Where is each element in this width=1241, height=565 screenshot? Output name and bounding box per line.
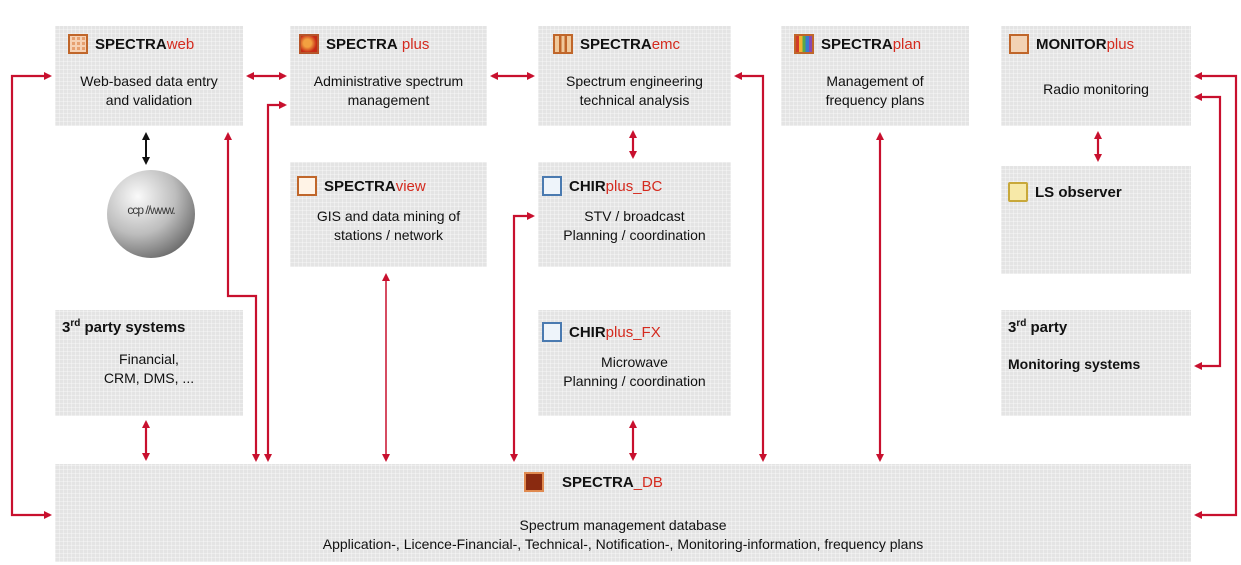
third-party-monitoring-header: 3rd party: [1008, 318, 1067, 336]
monitor-plus-brand: MONITOR: [1036, 35, 1107, 53]
spectra-plan-brand: SPECTRA: [821, 35, 893, 53]
third-party-monitoring-title: 3rd party: [1008, 318, 1068, 336]
chir-bc-brand: CHIR: [569, 177, 606, 195]
chir-fx-brand: CHIR: [569, 323, 606, 341]
spectra-emc-box: [538, 26, 731, 126]
spectra-web-suffix: web: [166, 35, 195, 53]
spectra-plus-header: SPECTRA plus: [299, 34, 429, 54]
grid-icon: [68, 34, 88, 54]
spectra-db-header: SPECTRA_DB: [524, 472, 663, 492]
spectra-db-box: [55, 464, 1191, 562]
third-party-systems-title: 3rd party systems: [62, 318, 186, 336]
monitor-plus-box: [1001, 26, 1191, 126]
spectra-plus-brand: SPECTRA: [326, 35, 398, 53]
monitor-plus-suffix: plus: [1106, 35, 1135, 53]
ls-observer-title: LS observer: [1035, 183, 1122, 201]
chir-bc-box: [538, 162, 731, 267]
third-party-systems-header: 3rd party systems: [62, 318, 185, 336]
spectra-db-suffix: _DB: [633, 473, 663, 491]
spectra-web-brand: SPECTRA: [95, 35, 167, 53]
monitor-plus-desc: Radio monitoring: [1043, 81, 1149, 97]
spectra-view-brand: SPECTRA: [324, 177, 396, 195]
globe-text: ccp //www.: [127, 203, 175, 217]
spectra-view-suffix: view: [395, 177, 426, 195]
signal-icon: [297, 176, 317, 196]
monitor-icon: [1009, 34, 1029, 54]
sphere-icon: [299, 34, 319, 54]
chir-bc-icon: [542, 176, 562, 196]
spectra-plus-suffix: plus: [397, 35, 430, 53]
chir-fx-suffix: plus_FX: [605, 323, 661, 341]
observer-icon: [1008, 182, 1028, 202]
spectra-plus-box: [290, 26, 487, 126]
chir-fx-box: [538, 310, 731, 416]
bars-icon: [553, 34, 573, 54]
ls-observer-box: [1001, 166, 1191, 274]
spectra-emc-brand: SPECTRA: [580, 35, 652, 53]
spectrum-icon: [794, 34, 814, 54]
web-globe-icon: ccp //www.: [107, 170, 195, 258]
third-party-monitoring-box: [1001, 310, 1191, 416]
chir-fx-icon: [542, 322, 562, 342]
third-party-systems-box: [55, 310, 243, 416]
spectra-view-box: [290, 162, 487, 267]
spectra-db-brand: SPECTRA: [562, 473, 634, 491]
database-icon: [524, 472, 544, 492]
chir-bc-suffix: plus_BC: [605, 177, 663, 195]
spectra-emc-suffix: emc: [651, 35, 681, 53]
third-party-monitoring-subtitle: Monitoring systems: [1008, 356, 1141, 372]
third-party-systems-desc: Financial,CRM, DMS, ...: [103, 351, 195, 386]
ls-observer-header: LS observer: [1008, 182, 1122, 202]
spectra-plan-suffix: plan: [892, 35, 922, 53]
